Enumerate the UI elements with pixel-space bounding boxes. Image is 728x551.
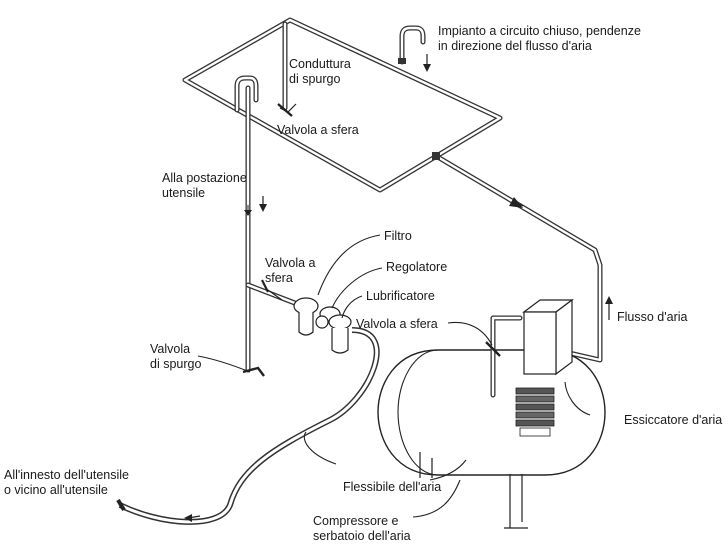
label-drain-valve-line-2: di spurgo: [150, 357, 202, 371]
tool-drop-pipe: [234, 75, 303, 377]
label-ball-valve-right: Valvola a sfera: [356, 317, 438, 332]
label-drain-line-line-1: Conduttura: [289, 57, 351, 71]
top-riser-pipe: [398, 25, 426, 65]
label-filter: Filtro: [384, 229, 412, 244]
label-closed-loop-line-2: in direzione del flusso d'aria: [438, 39, 592, 53]
label-to-tool-station-line-1: Alla postazione: [162, 171, 247, 185]
label-air-flow: Flusso d'aria: [617, 310, 687, 325]
leader-lines: [197, 234, 591, 518]
compressor-tank: [377, 349, 606, 529]
label-to-tool-station: Alla postazione utensile: [162, 171, 247, 201]
label-ball-valve-top: Valvola a sfera: [277, 123, 359, 138]
label-tool-connection-line-1: All'innesto dell'utensile: [4, 468, 129, 482]
air-dryer: [522, 298, 574, 376]
label-ball-valve-left-line-1: Valvola a: [265, 256, 316, 270]
label-drain-line-line-2: di spurgo: [289, 72, 341, 86]
label-compressor-tank-line-2: serbatoio dell'aria: [313, 529, 411, 543]
supply-return-pipe: [432, 152, 603, 363]
tank-outlet-pipe: [485, 315, 523, 398]
label-regulator-line-1: Regolatore: [386, 260, 448, 274]
label-drain-valve: Valvola di spurgo: [150, 342, 201, 372]
frl-unit: [293, 297, 352, 354]
label-ball-valve-top-line-1: Valvola a sfera: [277, 123, 359, 137]
label-regulator: Regolatore: [386, 260, 447, 275]
label-to-tool-station-line-2: utensile: [162, 186, 206, 200]
drain-line-pipe: [277, 21, 297, 117]
label-air-dryer: Essiccatore d'aria: [624, 413, 722, 428]
label-lubricator: Lubrificatore: [366, 289, 435, 304]
label-tool-connection-line-2: o vicino all'utensile: [4, 483, 108, 497]
label-compressor-tank: Compressore e serbatoio dell'aria: [313, 514, 411, 544]
label-ball-valve-left: Valvola a sfera: [265, 256, 316, 286]
overhead-piping-loop: [182, 17, 503, 193]
air-hose: [116, 327, 380, 525]
label-compressor-tank-line-1: Compressore e: [313, 514, 399, 528]
label-tool-connection: All'innesto dell'utensile o vicino all'u…: [4, 468, 129, 498]
label-ball-valve-left-line-2: sfera: [265, 271, 293, 285]
compressor-fins: [515, 387, 555, 437]
label-drain-line: Conduttura di spurgo: [289, 57, 351, 87]
label-closed-loop-line-1: Impianto a circuito chiuso, pendenze: [438, 24, 641, 38]
label-air-flow-line-1: Flusso d'aria: [617, 310, 688, 324]
label-drain-valve-line-1: Valvola: [150, 342, 191, 356]
label-filter-line-1: Filtro: [384, 229, 412, 243]
label-air-hose: Flessibile dell'aria: [343, 480, 441, 495]
label-lubricator-line-1: Lubrificatore: [366, 289, 435, 303]
label-air-dryer-line-1: Essiccatore d'aria: [624, 413, 723, 427]
label-air-hose-line-1: Flessibile dell'aria: [343, 480, 442, 494]
label-ball-valve-right-line-1: Valvola a sfera: [356, 317, 438, 331]
flow-arrows: [259, 54, 613, 320]
label-closed-loop: Impianto a circuito chiuso, pendenze in …: [438, 24, 641, 54]
